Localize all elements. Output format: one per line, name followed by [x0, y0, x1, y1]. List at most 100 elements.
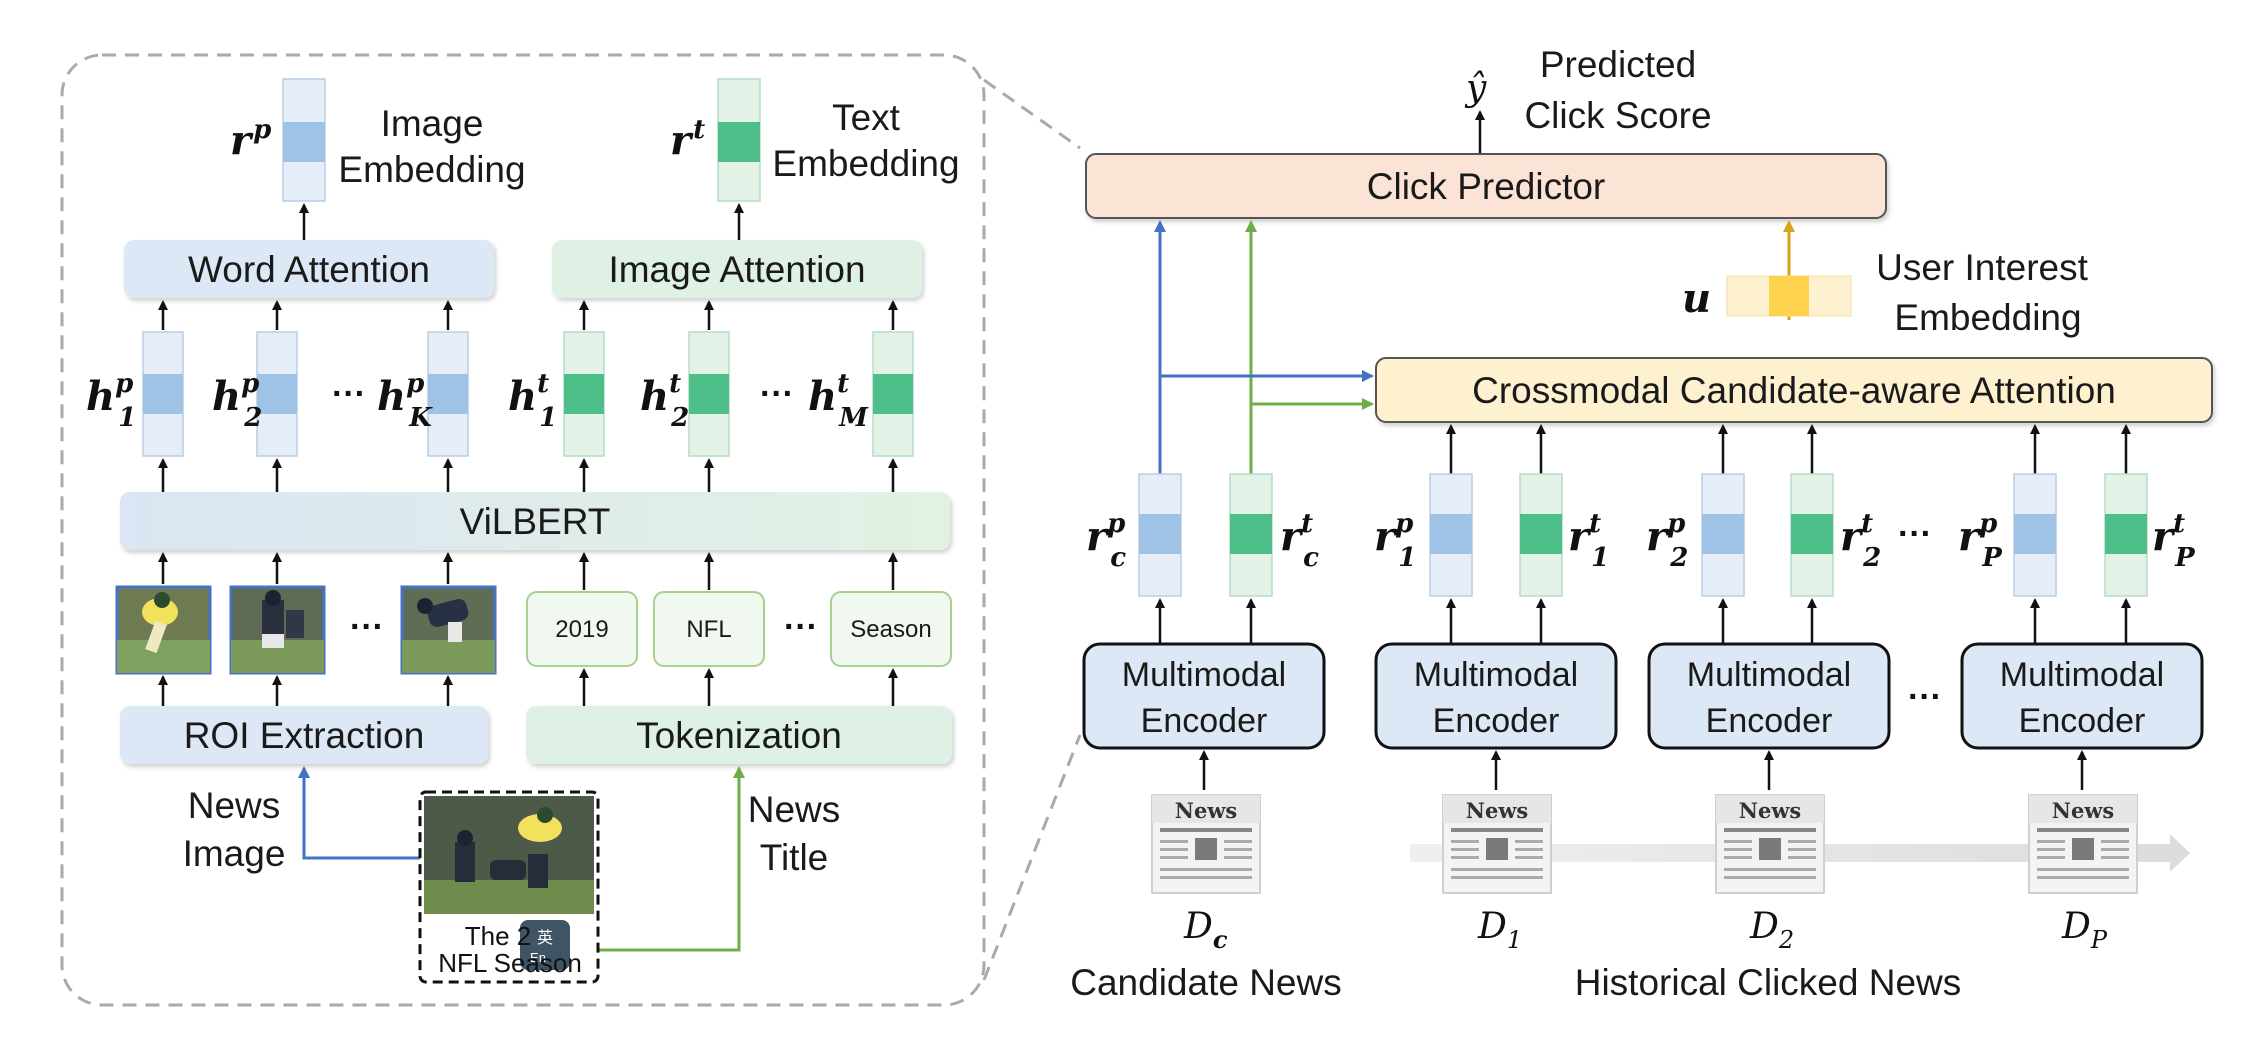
news-image-label-line2: Image: [183, 833, 286, 874]
translate-icon: [520, 920, 570, 970]
encoder-label-line1: Multimodal: [1122, 656, 1286, 694]
main-panel: ŷ Predicted Click Score Click Predictor …: [1070, 44, 2213, 1003]
roi-extraction-label: ROI Extraction: [184, 715, 425, 756]
y-hat: ŷ: [1464, 68, 1487, 109]
news-title-label-line2: Title: [760, 837, 829, 878]
token-nfl: NFL: [686, 616, 731, 643]
newspaper-label: News: [1739, 798, 1801, 823]
encoder-label-line1: Multimodal: [1687, 656, 1851, 694]
token-box-season: [830, 591, 952, 667]
text-embedding-label-line1: Text: [832, 97, 901, 138]
newspaper-icon-1: News: [1442, 794, 1552, 894]
thumbnail-caption-line2: NFL Season: [438, 948, 582, 978]
thumbnail-caption-line1: The 2: [465, 921, 532, 951]
newspaper-icon-p: News: [2028, 794, 2138, 894]
user-interest-label-line1: User Interest: [1876, 247, 2089, 288]
zoom-connector-top: [983, 78, 1081, 150]
text-embedding-label-line2: Embedding: [772, 143, 959, 184]
multimodal-encoder-candidate: Multimodal Encoder: [1082, 642, 1326, 750]
historical-news-label: Historical Clicked News: [1575, 962, 1962, 1003]
doc-label-candidate: Dc: [1183, 906, 1228, 954]
tokenization-label: Tokenization: [636, 715, 842, 756]
encoder-label-line2: Encoder: [1433, 702, 1560, 740]
doc-label-2: D2: [1749, 906, 1794, 954]
ellipsis: ···: [332, 375, 366, 413]
zoom-connector-bottom: [982, 734, 1082, 981]
image-attention-label: Image Attention: [608, 249, 865, 290]
doc-label-1: D1: [1477, 906, 1522, 954]
newspaper-label: News: [1466, 798, 1528, 823]
encoder-label-line2: Encoder: [1141, 702, 1268, 740]
multimodal-encoder-p: Multimodal Encoder: [1960, 642, 2204, 750]
hidden-to-attention-arrows: [158, 300, 898, 330]
u-symbol: u: [1682, 275, 1711, 322]
predicted-label-line1: Predicted: [1540, 44, 1696, 85]
extraction-to-inputs-arrows: [158, 668, 898, 706]
click-predictor-label: Click Predictor: [1367, 166, 1606, 207]
news-to-encoder-arrows: [1199, 750, 2087, 790]
news-embedding-vectors: [1138, 473, 2148, 597]
vilbert-label: ViLBERT: [460, 501, 611, 542]
doc-label-p: DP: [2061, 906, 2108, 954]
word-attention-box: [124, 240, 494, 298]
encoder-ellipsis: ···: [1908, 678, 1942, 716]
embedding-ellipsis: ···: [1898, 515, 1932, 553]
newspaper-icon-2: News: [1715, 794, 1825, 894]
token-box-nfl: [653, 591, 765, 667]
news-image-label-line1: News: [188, 785, 281, 826]
newspaper-icon-candidate: News: [1151, 794, 1261, 894]
text-embedding-vector: [717, 78, 761, 202]
zoom-panel-border: [60, 53, 986, 1007]
crossmodal-attention-box: [1375, 357, 2213, 423]
image-embedding-label-line1: Image: [381, 103, 484, 144]
crossmodal-attention-label: Crossmodal Candidate-aware Attention: [1472, 370, 2116, 411]
inputs-to-vilbert-arrows: [158, 552, 898, 590]
encoder-label-line1: Multimodal: [2000, 656, 2164, 694]
user-interest-label-line2: Embedding: [1894, 297, 2081, 338]
encoder-to-embedding-arrows: [1155, 598, 2131, 644]
hidden-vectors-text: [563, 331, 914, 457]
roi-crop-1: [115, 585, 212, 675]
token-season: Season: [850, 616, 931, 643]
word-attention-label: Word Attention: [188, 249, 430, 290]
encoder-label-line2: Encoder: [1706, 702, 1833, 740]
ellipsis: ···: [760, 375, 794, 413]
token-box-2019: [526, 591, 638, 667]
zoom-panel: rp rt Image Embedding Text Embedding Wor…: [60, 53, 1082, 1007]
vilbert-box: [120, 492, 950, 550]
image-attention-box: [552, 240, 922, 298]
symbol-r-p: rp: [230, 115, 271, 164]
history-to-attention-arrows: [1446, 424, 2131, 474]
tokenization-box: [526, 706, 952, 764]
predicted-label-line2: Click Score: [1524, 95, 1711, 136]
candidate-news-label: Candidate News: [1070, 962, 1341, 1003]
encoder-label-line2: Encoder: [2019, 702, 2146, 740]
svg-text:英: 英: [537, 929, 553, 947]
image-embedding-vector: [282, 78, 326, 202]
token-2019: 2019: [555, 616, 608, 643]
symbol-r-t: rt: [670, 115, 705, 164]
click-predictor-box: [1085, 153, 1887, 219]
roi-crop-k: [400, 585, 497, 675]
newspaper-label: News: [2052, 798, 2114, 823]
roi-ellipsis: ···: [350, 608, 384, 646]
roi-extraction-box: [120, 706, 488, 764]
image-embedding-label-line2: Embedding: [338, 149, 525, 190]
user-interest-cell: [1769, 276, 1809, 316]
multimodal-encoder-1: Multimodal Encoder: [1374, 642, 1618, 750]
svg-text:En: En: [530, 950, 546, 965]
